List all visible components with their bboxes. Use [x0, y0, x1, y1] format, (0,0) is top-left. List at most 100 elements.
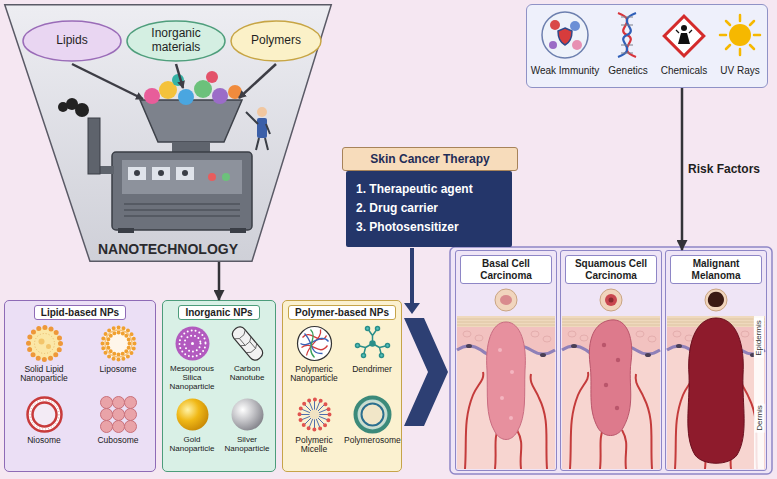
funnel-title: NANOTECHNOLOGY [98, 241, 238, 257]
uv-rays-icon [720, 15, 760, 55]
polymeric-micelle-icon [300, 400, 330, 430]
mesoporous-silica-icon [180, 331, 206, 357]
solid-lipid-icon [39, 339, 45, 345]
nanoparticle-name: Gold Nanoparticle [165, 436, 219, 454]
niosome-icon [33, 403, 57, 427]
niosome-icon [28, 398, 62, 432]
liposome-icon [103, 328, 135, 360]
material-label: Lipids [56, 34, 87, 48]
solid-lipid-icon [46, 344, 51, 349]
machine-illustration [158, 170, 164, 176]
material-oval: Inorganic materials [126, 20, 226, 62]
weak-immunity-icon [549, 41, 557, 49]
liposome-icon [103, 328, 135, 360]
squamous-tumor [604, 383, 608, 387]
machine-illustration [176, 167, 194, 180]
machine-illustration [58, 64, 276, 233]
machine-illustration [176, 64, 183, 88]
genetics-icon [618, 13, 636, 57]
nanoparticle-name: Carbon Nanotube [220, 365, 274, 383]
mesoporous-silica-icon [176, 327, 210, 361]
chemicals-icon [681, 25, 687, 31]
carbon-nanotube-icon [230, 324, 265, 362]
arrow-label: Risk Factors [688, 162, 760, 176]
material-label: Inorganic materials [136, 27, 216, 55]
dendrimer-icon [386, 344, 390, 348]
machine-illustration [257, 107, 267, 117]
cubosome-icon [113, 421, 125, 433]
machine-illustration [152, 167, 170, 180]
carbon-nanotube-icon [234, 330, 258, 355]
cubosome-icon [125, 421, 137, 433]
cubosome-icon [101, 409, 113, 421]
basal-tumor [510, 370, 514, 374]
machine-illustration [239, 64, 276, 98]
machine-illustration [230, 228, 246, 233]
basal-tumor [500, 295, 512, 305]
weak-immunity-icon [570, 21, 580, 31]
liposome-icon [103, 328, 135, 360]
category-box: Lipid-based NPsSolid Lipid NanoparticleL… [4, 300, 156, 472]
solid-lipid-icon [29, 328, 61, 360]
layer-label: Epidermis [754, 318, 764, 358]
category-title: Lipid-based NPs [34, 305, 126, 320]
machine-illustration [144, 88, 160, 104]
basal-tumor [509, 416, 513, 420]
nanoparticle-name: Niosome [9, 436, 79, 445]
dendrimer-icon [366, 327, 370, 331]
risk-factor-name: Genetics [601, 65, 655, 83]
squamous-tumor [589, 289, 631, 436]
machine-illustration [134, 170, 140, 176]
basal-tumor [500, 396, 504, 400]
panel-frame [450, 247, 772, 474]
weak-immunity-icon [542, 12, 588, 58]
dendrimer-icon [356, 327, 390, 358]
machine-illustration [72, 64, 143, 99]
cancer-panel: Malignant Melanoma [665, 250, 767, 471]
cubosome-icon [101, 397, 137, 433]
silver-nanoparticle-icon [232, 399, 264, 431]
machine-illustration [194, 80, 212, 98]
weak-immunity-icon [558, 28, 572, 45]
liposome-icon [108, 333, 130, 355]
therapy-role: 1. Therapeutic agent [356, 180, 502, 199]
dendrimer-icon [356, 344, 360, 348]
chemicals-icon [676, 30, 692, 33]
liposome-icon [105, 330, 132, 357]
chemicals-icon [664, 16, 704, 56]
machine-illustration [118, 228, 134, 233]
cancer-type: Squamous Cell Carcinoma [565, 255, 657, 284]
oval-outline [231, 21, 321, 61]
material-oval: Lipids [22, 20, 122, 62]
nanoparticle-name: Mesoporous Silica Nanoparticle [165, 365, 219, 391]
uv-rays-icon [720, 15, 760, 55]
cancer-type: Basal Cell Carcinoma [460, 255, 552, 284]
risk-factor-name: Chemicals [655, 65, 713, 83]
funnel-outline [5, 5, 332, 262]
niosome-icon [30, 400, 59, 429]
nanoparticle-name: Liposome [83, 365, 153, 374]
therapy-header: Skin Cancer Therapy [342, 147, 518, 171]
cubosome-icon [125, 409, 137, 421]
melanoma-tumor [688, 289, 764, 469]
nanoparticle-name: Polymeric Nanoparticle [286, 365, 342, 384]
squamous-tumor [602, 343, 606, 347]
polymerosome-icon [356, 398, 390, 432]
melanoma-tumor [754, 316, 764, 469]
genetics-icon [618, 13, 636, 57]
polymerosome-icon [362, 404, 384, 426]
cancer-panel: Squamous Cell Carcinoma [560, 250, 662, 471]
therapy-arrow [410, 248, 414, 304]
solid-lipid-icon [29, 328, 61, 360]
polymeric-nanoparticle-icon [302, 330, 328, 356]
polymeric-micelle-icon [300, 400, 330, 430]
machine-illustration [178, 89, 194, 105]
machine-illustration [140, 100, 242, 142]
gold-nanoparticle-icon [177, 399, 209, 431]
squamous-tumor [600, 289, 622, 311]
cubosome-icon [101, 421, 113, 433]
polymeric-nanoparticle-icon [298, 327, 332, 361]
skin-section [667, 316, 765, 469]
